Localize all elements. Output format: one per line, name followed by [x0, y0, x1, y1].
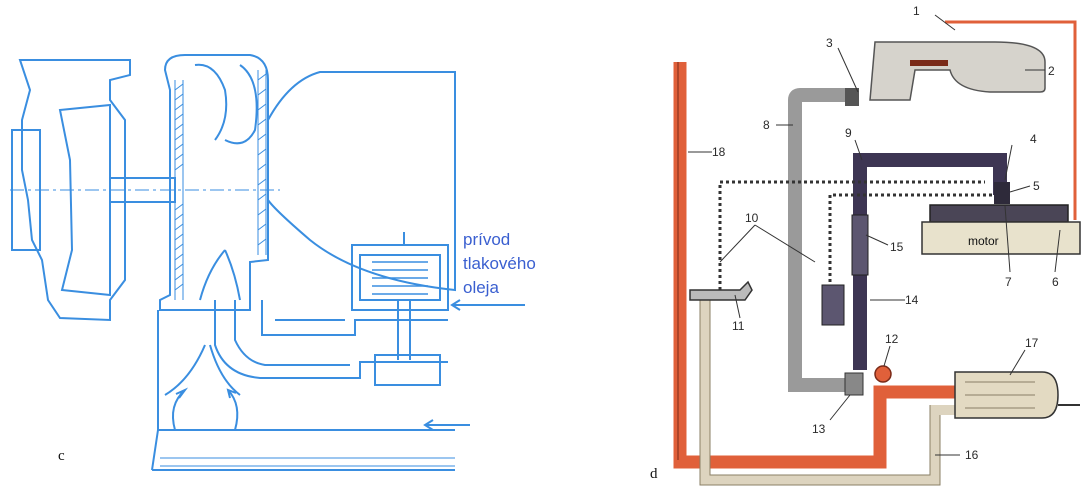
panel-d-letter: d — [650, 466, 658, 482]
motor-block — [921, 221, 1081, 255]
compressor-disk — [11, 129, 41, 251]
oil-line-upper — [261, 300, 448, 336]
column-15 — [851, 214, 869, 276]
callout-13: 13 — [812, 422, 826, 436]
junction-12 — [874, 365, 892, 383]
valve-14 — [821, 284, 845, 326]
leader-lines — [688, 14, 1061, 456]
oil-label-line-2: tlakového — [463, 254, 536, 273]
callout-15: 15 — [890, 240, 904, 254]
flow-arrow-left — [172, 387, 189, 431]
pipe-16-outline — [699, 290, 941, 486]
valve-body-lower — [374, 354, 441, 386]
pipe-1-red — [945, 20, 1077, 220]
oil-line-10 — [718, 180, 1010, 300]
panel-c-letter: c — [58, 448, 65, 464]
connector-3 — [845, 88, 859, 106]
pipe-9-dark — [853, 153, 1007, 370]
intake-pipe — [151, 310, 455, 471]
callout-6: 6 — [1052, 275, 1059, 289]
scroll-lower — [199, 249, 241, 301]
intake-throat — [164, 344, 241, 396]
oil-line-lower — [214, 300, 448, 379]
pipe-16-cold — [700, 290, 965, 485]
tap-11 — [689, 280, 753, 301]
callout-12: 12 — [885, 332, 899, 346]
motor-label: motor — [968, 234, 999, 248]
flow-arrow-right — [226, 388, 239, 431]
panel-c-turbocharger — [10, 54, 525, 471]
compressor-housing-outline — [18, 59, 131, 322]
valve-stem — [397, 232, 411, 360]
callout-14: 14 — [905, 293, 919, 307]
exhaust-outlet — [267, 71, 456, 292]
callout-4: 4 — [1030, 132, 1037, 146]
bearing-housing — [159, 54, 269, 311]
flow-arrow-intake — [423, 419, 470, 431]
callout-8: 8 — [763, 118, 770, 132]
housing-2-slot — [910, 60, 948, 66]
callout-3: 3 — [826, 36, 833, 50]
callout-1: 1 — [913, 4, 920, 18]
oil-valve-housing — [351, 244, 449, 311]
oil-arrow — [450, 299, 525, 311]
callout-5: 5 — [1033, 179, 1040, 193]
exchanger-17-fins — [965, 381, 1035, 409]
callout-16: 16 — [965, 448, 979, 462]
callout-11: 11 — [732, 319, 745, 333]
pipe-8-gray — [788, 88, 855, 392]
compressor-inner-wheel — [58, 103, 111, 297]
fitting-5 — [994, 182, 1010, 204]
oil-label-line-3: oleja — [463, 278, 499, 297]
callout-9: 9 — [845, 126, 852, 140]
callout-18: 18 — [712, 145, 726, 159]
housing-2 — [869, 41, 1046, 101]
hatch-walls — [174, 70, 267, 300]
valve-spring — [372, 261, 428, 295]
callout-7: 7 — [1005, 275, 1012, 289]
oil-label-line-1: prívod — [463, 230, 510, 249]
callout-17: 17 — [1025, 336, 1039, 350]
callout-2: 2 — [1048, 64, 1055, 78]
pipe-18-hot — [673, 62, 960, 469]
scroll-upper — [194, 63, 258, 145]
callout-10: 10 — [745, 211, 759, 225]
motor-head — [929, 204, 1069, 223]
intake-hatch — [160, 457, 455, 467]
panel-d-scheme: motor — [673, 20, 1081, 486]
junction-13 — [844, 372, 864, 396]
